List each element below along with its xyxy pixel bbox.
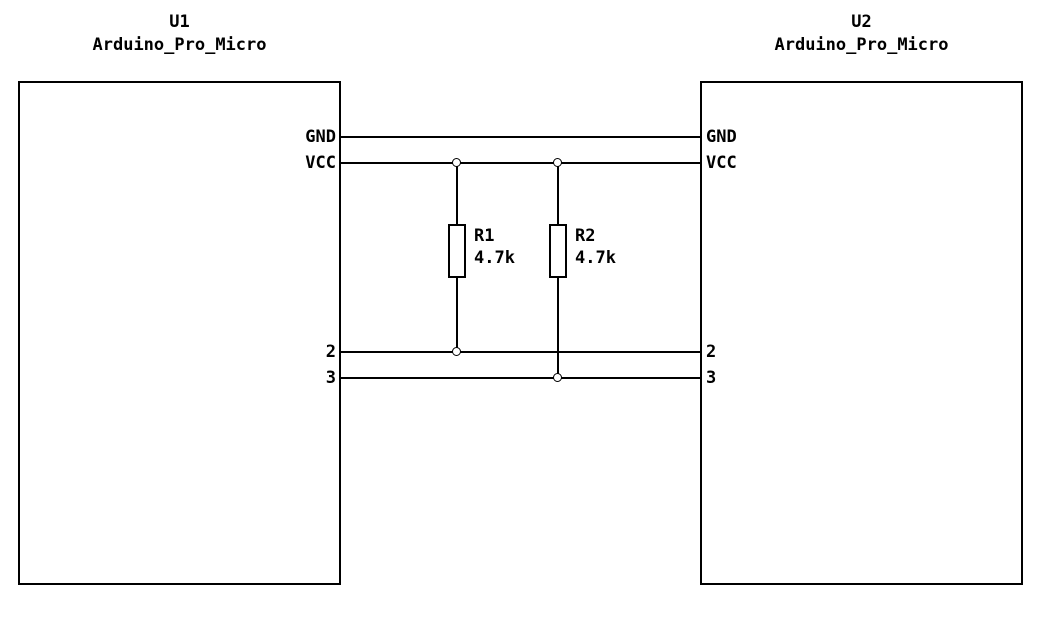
r1-reference: R1 xyxy=(474,226,495,246)
r2-resistor-body xyxy=(549,224,567,278)
wire-gnd xyxy=(341,136,700,138)
wire-net2 xyxy=(341,351,700,353)
u2-value: Arduino_Pro_Micro xyxy=(774,35,949,55)
u2-pin-gnd-label: GND xyxy=(706,127,737,147)
u2-component-body xyxy=(700,81,1023,585)
u1-pin-2-label: 2 xyxy=(325,342,336,362)
u2-pin-vcc-label: VCC xyxy=(706,153,737,173)
u1-pin-3-label: 3 xyxy=(325,368,336,388)
junction-r2-net3 xyxy=(553,373,562,382)
u1-value: Arduino_Pro_Micro xyxy=(92,35,267,55)
u2-pin-2-label: 2 xyxy=(706,342,717,362)
u2-pin-3-label: 3 xyxy=(706,368,717,388)
u1-pin-gnd-label: GND xyxy=(305,127,336,147)
r1-value: 4.7k xyxy=(474,248,515,268)
junction-r2-vcc xyxy=(553,158,562,167)
r2-reference: R2 xyxy=(575,226,596,246)
u1-reference: U1 xyxy=(169,12,190,32)
r1-resistor-body xyxy=(448,224,466,278)
u1-component-body xyxy=(18,81,341,585)
junction-r1-vcc xyxy=(452,158,461,167)
wire-vcc xyxy=(341,162,700,164)
junction-r1-net2 xyxy=(452,347,461,356)
u1-pin-vcc-label: VCC xyxy=(305,153,336,173)
u2-reference: U2 xyxy=(851,12,872,32)
r2-value: 4.7k xyxy=(575,248,616,268)
wire-net3 xyxy=(341,377,700,379)
